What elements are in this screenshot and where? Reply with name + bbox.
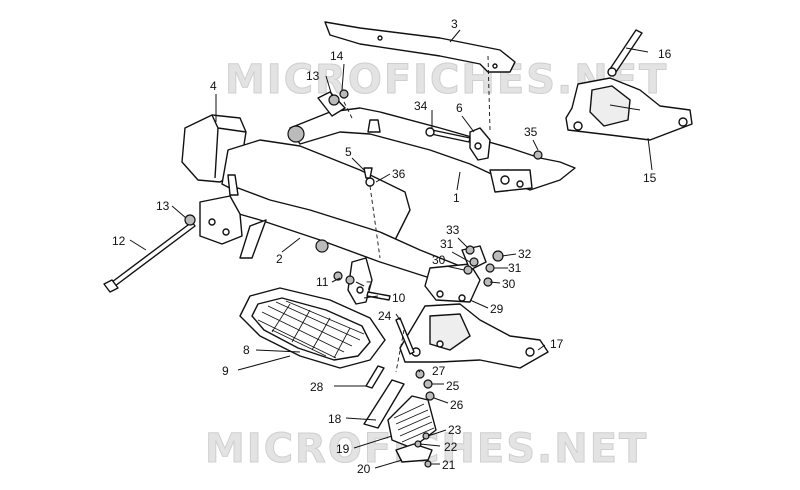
callout-31-left: 31 xyxy=(440,237,454,251)
callout-30-left: 30 xyxy=(432,253,446,267)
leader-lines xyxy=(129,29,653,469)
callout-23: 23 xyxy=(448,423,462,437)
callout-9: 9 xyxy=(222,364,229,378)
part-13-nut-left xyxy=(184,214,196,226)
callout-36: 36 xyxy=(392,167,406,181)
callout-17: 17 xyxy=(550,337,564,351)
callout-35: 35 xyxy=(524,125,538,139)
part-31-nut-a xyxy=(469,257,479,267)
callout-2: 2 xyxy=(276,252,283,266)
part-15-bracket xyxy=(565,77,693,141)
part-10-bolt xyxy=(366,291,391,301)
part-30-washer-a xyxy=(463,265,473,275)
callout-8: 8 xyxy=(243,343,250,357)
part-3-cover-plate xyxy=(324,21,516,73)
part-18-lever xyxy=(363,379,405,429)
callout-18: 18 xyxy=(328,412,342,426)
callout-25: 25 xyxy=(446,379,460,393)
part-16-rod xyxy=(607,29,643,77)
callout-16: 16 xyxy=(658,47,672,61)
callout-24: 24 xyxy=(378,309,392,323)
callout-5: 5 xyxy=(345,145,352,159)
callout-33: 33 xyxy=(446,223,460,237)
part-7-bracket xyxy=(347,257,373,305)
part-11-nut-b xyxy=(345,275,355,285)
part-17-lower-bracket xyxy=(399,303,549,369)
part-34-bolt xyxy=(425,127,471,143)
part-6-clamp xyxy=(469,127,491,161)
part-13-nut-top xyxy=(328,94,340,106)
callout-31-right: 31 xyxy=(508,261,522,275)
part-14-washer xyxy=(339,89,349,99)
part-2-main-beam xyxy=(199,139,471,283)
callout-29: 29 xyxy=(490,302,504,316)
part-26-washer xyxy=(425,391,435,401)
part-12-long-bolt xyxy=(103,221,196,293)
part-35-nut xyxy=(533,150,543,160)
callout-12: 12 xyxy=(112,234,126,248)
callout-6: 6 xyxy=(456,101,463,115)
callout-19: 19 xyxy=(336,442,350,456)
part-8-footboard xyxy=(239,287,386,369)
part-28-pin xyxy=(365,365,385,389)
callout-13-top: 13 xyxy=(306,69,320,83)
part-32-nut xyxy=(492,250,504,262)
part-31-nut-b xyxy=(485,263,495,273)
part-1-frame-tube xyxy=(287,91,576,193)
callout-4: 4 xyxy=(210,79,217,93)
callout-labels: 3 16 14 13 4 34 6 35 5 36 15 1 13 33 12 … xyxy=(112,17,672,476)
callout-7: 7 xyxy=(366,279,373,293)
callout-26: 26 xyxy=(450,398,464,412)
callout-28: 28 xyxy=(310,380,324,394)
part-25-nut xyxy=(423,379,433,389)
callout-15: 15 xyxy=(643,171,657,185)
callout-32: 32 xyxy=(518,247,532,261)
callout-11: 11 xyxy=(316,275,329,289)
watermark-top: MICROFICHES.NET xyxy=(225,57,668,103)
callout-3: 3 xyxy=(451,17,458,31)
callout-10: 10 xyxy=(392,291,406,305)
callout-22: 22 xyxy=(444,440,458,454)
callout-20: 20 xyxy=(357,462,371,476)
callout-27: 27 xyxy=(432,364,446,378)
part-5-screw xyxy=(363,167,373,179)
callout-13-left: 13 xyxy=(156,199,170,213)
part-36-washer xyxy=(365,177,375,187)
callout-34: 34 xyxy=(414,99,428,113)
part-27-bushing xyxy=(415,369,425,379)
callout-21: 21 xyxy=(442,458,456,472)
callout-30-right: 30 xyxy=(502,277,516,291)
callout-1: 1 xyxy=(453,191,460,205)
callout-14: 14 xyxy=(330,49,344,63)
